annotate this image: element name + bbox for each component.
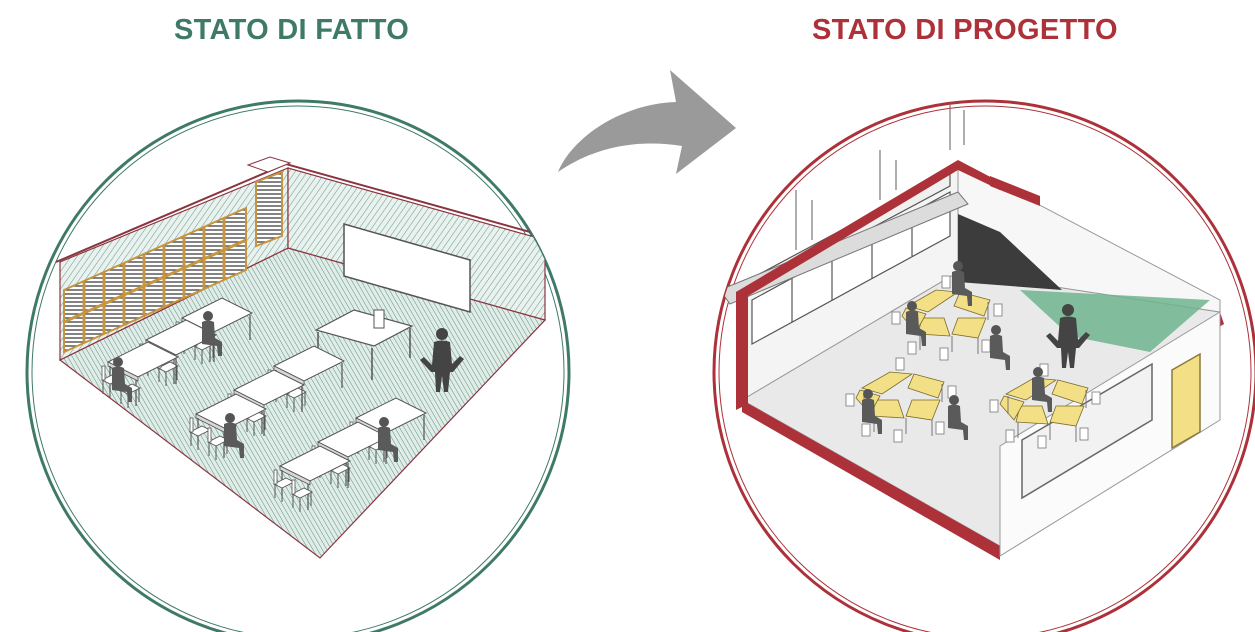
- transition-arrow-icon: [558, 70, 736, 174]
- teacher-desk: [314, 309, 414, 380]
- right-panel-illustration: [712, 99, 1255, 632]
- whiteboard: [343, 223, 471, 313]
- right-panel-title: STATO DI PROGETTO: [812, 14, 1118, 46]
- left-panel-title: STATO DI FATTO: [174, 14, 410, 46]
- classroom-project: [719, 101, 1224, 560]
- classroom-existing: [55, 156, 549, 559]
- windows: [63, 156, 292, 354]
- door: [1171, 352, 1201, 450]
- left-frame-circle: [25, 99, 571, 632]
- ceiling-duct: [719, 191, 969, 305]
- projection-source: [958, 214, 1062, 290]
- left-panel-illustration: [25, 99, 571, 632]
- section-wall-left: [736, 286, 748, 410]
- right-frame-circle: [712, 99, 1255, 632]
